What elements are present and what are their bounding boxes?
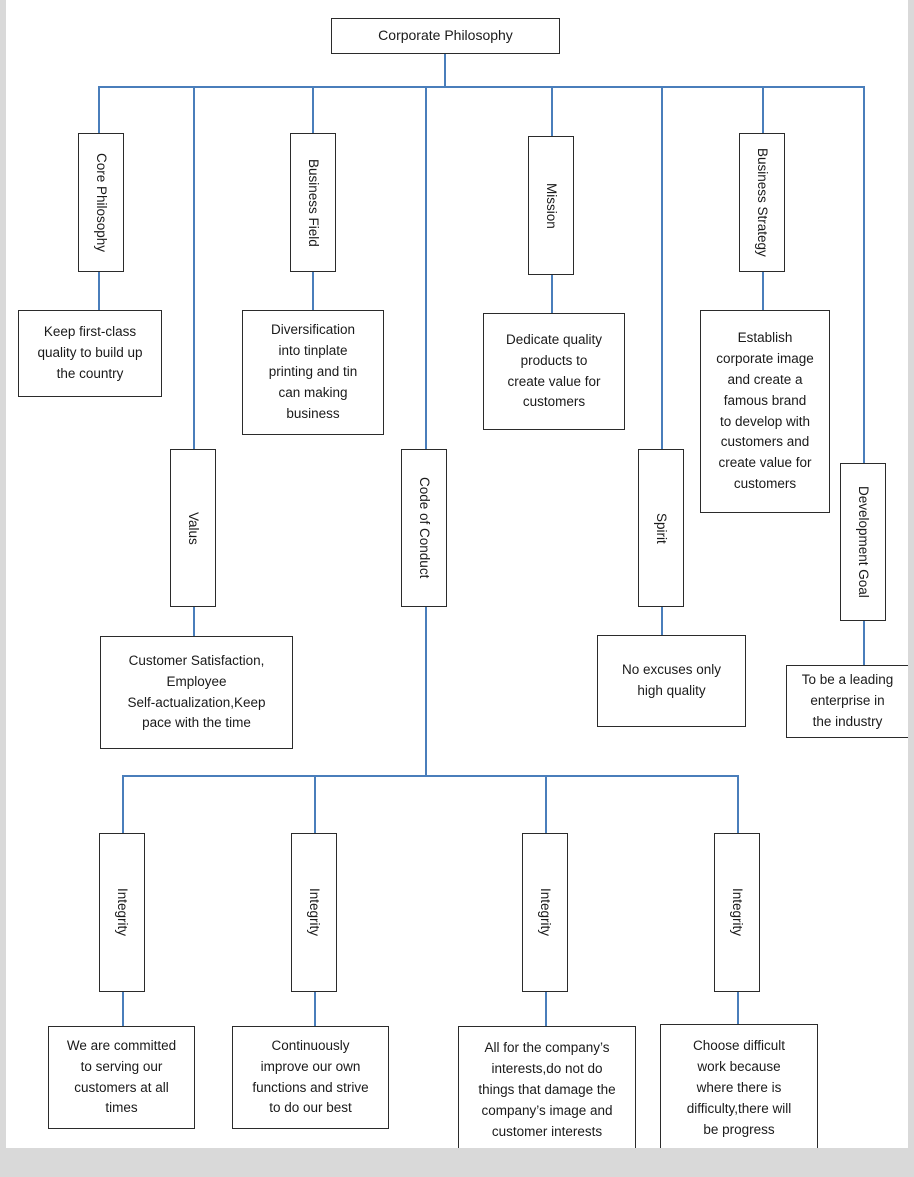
connector-root-stem xyxy=(444,54,446,87)
detail-integrity-1[interactable]: We are committed to serving our customer… xyxy=(48,1026,195,1129)
node-label: Business Field xyxy=(305,158,321,247)
node-integrity-4[interactable]: Integrity xyxy=(714,833,760,992)
node-label: Core Philosophy xyxy=(93,152,109,253)
connector-development-goal-detail xyxy=(863,621,865,665)
detail-text: No excuses only high quality xyxy=(621,662,722,698)
connector-core-philosophy-detail xyxy=(98,272,100,310)
node-label: Integrity xyxy=(306,888,322,937)
detail-text: Dedicate quality products to create valu… xyxy=(505,331,603,410)
connector-drop-spirit xyxy=(661,86,663,449)
detail-text: Choose difficult work because where ther… xyxy=(686,1038,792,1137)
connector-valus-detail xyxy=(193,607,195,636)
node-corporate-philosophy[interactable]: Corporate Philosophy xyxy=(331,18,560,54)
connector-code-of-conduct-bus xyxy=(425,607,427,776)
connector-integrity-4-detail xyxy=(737,992,739,1026)
connector-drop-integrity-2 xyxy=(314,775,316,833)
node-business-strategy[interactable]: Business Strategy xyxy=(739,133,785,272)
connector-business-strategy-detail xyxy=(762,272,764,310)
node-business-field[interactable]: Business Field xyxy=(290,133,336,272)
node-core-philosophy[interactable]: Core Philosophy xyxy=(78,133,124,272)
connector-drop-code-of-conduct xyxy=(425,86,427,449)
detail-business-field[interactable]: Diversification into tinplate printing a… xyxy=(242,310,384,435)
detail-valus[interactable]: Customer Satisfaction, Employee Self-act… xyxy=(100,636,293,749)
detail-core-philosophy[interactable]: Keep first-class quality to build up the… xyxy=(18,310,162,397)
node-code-of-conduct[interactable]: Code of Conduct xyxy=(401,449,447,607)
diagram-canvas: Corporate Philosophy Core Philosophy Bus… xyxy=(6,0,908,1148)
connector-drop-core-philosophy xyxy=(98,86,100,133)
connector-drop-business-field xyxy=(312,86,314,133)
node-label: Corporate Philosophy xyxy=(378,27,513,44)
node-label: Business Strategy xyxy=(754,148,770,257)
detail-integrity-3[interactable]: All for the company’s interests,do not d… xyxy=(458,1026,636,1148)
detail-spirit[interactable]: No excuses only high quality xyxy=(597,635,746,727)
node-development-goal[interactable]: Development Goal xyxy=(840,463,886,621)
connector-drop-integrity-3 xyxy=(545,775,547,833)
diagram-page: Corporate Philosophy Core Philosophy Bus… xyxy=(6,0,908,1148)
connector-drop-valus xyxy=(193,86,195,449)
detail-text: To be a leading enterprise in the indust… xyxy=(801,672,894,729)
node-label: Integrity xyxy=(729,888,745,937)
detail-integrity-2[interactable]: Continuously improve our own functions a… xyxy=(232,1026,389,1129)
connector-integrity-3-detail xyxy=(545,992,547,1026)
node-label: Mission xyxy=(543,182,559,229)
node-label: Integrity xyxy=(114,888,130,937)
detail-business-strategy[interactable]: Establish corporate image and create a f… xyxy=(700,310,830,513)
detail-integrity-4[interactable]: Choose difficult work because where ther… xyxy=(660,1024,818,1148)
node-integrity-1[interactable]: Integrity xyxy=(99,833,145,992)
node-label: Spirit xyxy=(653,512,669,544)
node-integrity-2[interactable]: Integrity xyxy=(291,833,337,992)
detail-text: All for the company’s interests,do not d… xyxy=(478,1040,616,1139)
connector-conduct-bus xyxy=(122,775,739,777)
node-label: Code of Conduct xyxy=(416,477,432,579)
connector-integrity-1-detail xyxy=(122,992,124,1026)
connector-main-bus xyxy=(98,86,865,88)
connector-drop-integrity-4 xyxy=(737,775,739,833)
node-integrity-3[interactable]: Integrity xyxy=(522,833,568,992)
connector-drop-integrity-1 xyxy=(122,775,124,833)
node-mission[interactable]: Mission xyxy=(528,136,574,275)
node-valus[interactable]: Valus xyxy=(170,449,216,607)
detail-text: Customer Satisfaction, Employee Self-act… xyxy=(127,652,266,731)
connector-drop-business-strategy xyxy=(762,86,764,133)
detail-text: Diversification into tinplate printing a… xyxy=(268,322,358,421)
detail-text: Keep first-class quality to build up the… xyxy=(37,324,143,381)
connector-drop-development-goal xyxy=(863,86,865,463)
detail-text: Continuously improve our own functions a… xyxy=(252,1037,369,1116)
node-label: Valus xyxy=(185,511,201,545)
detail-development-goal[interactable]: To be a leading enterprise in the indust… xyxy=(786,665,908,738)
detail-mission[interactable]: Dedicate quality products to create valu… xyxy=(483,313,625,430)
connector-business-field-detail xyxy=(312,272,314,310)
connector-spirit-detail xyxy=(661,607,663,635)
connector-drop-mission xyxy=(551,86,553,136)
detail-text: Establish corporate image and create a f… xyxy=(716,329,814,492)
node-label: Development Goal xyxy=(855,486,871,598)
connector-mission-detail xyxy=(551,275,553,313)
detail-text: We are committed to serving our customer… xyxy=(66,1037,177,1116)
connector-integrity-2-detail xyxy=(314,992,316,1026)
node-label: Integrity xyxy=(537,888,553,937)
node-spirit[interactable]: Spirit xyxy=(638,449,684,607)
